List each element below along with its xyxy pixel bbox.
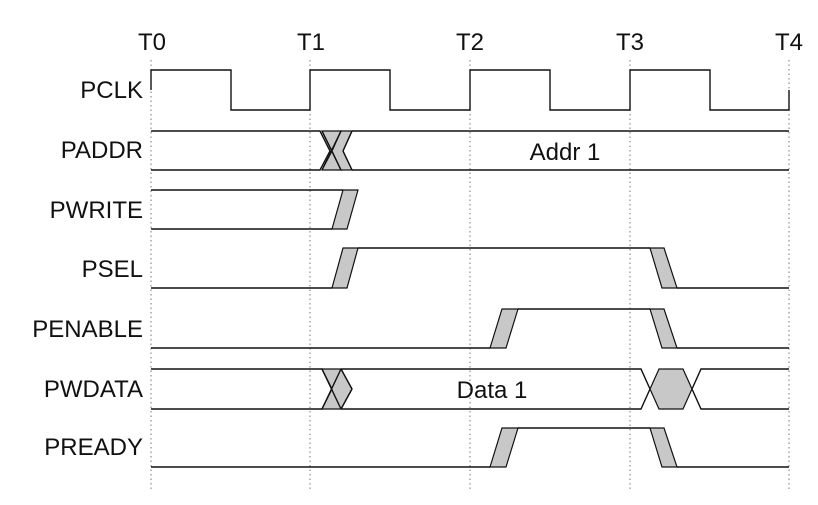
penable-fall-transition [649,308,678,349]
pwdata-value: Data 1 [457,377,528,404]
signal-labels: PCLK PADDR PWRITE PSEL PENABLE PWDATA PR… [32,77,143,461]
psel-rise-transition [331,247,359,289]
signal-label-pwrite: PWRITE [50,197,143,224]
signal-label-penable: PENABLE [32,316,143,343]
penable-waveform [151,308,789,349]
penable-rise-transition [489,308,519,349]
pready-rise-transition [489,427,519,468]
time-marker-t0: T0 [138,29,166,56]
signal-label-pwdata: PWDATA [44,376,143,403]
time-marker-t3: T3 [616,29,644,56]
pwdata-transition-2 [649,368,693,410]
time-marker-t2: T2 [456,29,484,56]
pclk-waveform [150,69,790,111]
time-markers: T0 T1 T2 T3 T4 [138,29,803,56]
signal-label-pready: PREADY [44,434,143,461]
paddr-value: Addr 1 [530,139,601,166]
psel-fall-transition [649,247,678,289]
time-grid [150,60,790,490]
time-marker-t4: T4 [775,29,803,56]
signal-label-paddr: PADDR [61,137,143,164]
psel-waveform [151,247,789,289]
pwdata-transition-1 [321,368,353,410]
time-marker-t1: T1 [297,29,325,56]
pready-fall-transition [649,427,678,468]
pwrite-transition [331,189,359,230]
pready-waveform [151,427,789,468]
paddr-waveform: Addr 1 [151,130,789,171]
pwrite-waveform [151,189,359,230]
signal-label-psel: PSEL [82,256,143,283]
signal-label-pclk: PCLK [80,77,143,104]
pwdata-waveform: Data 1 [151,368,789,410]
